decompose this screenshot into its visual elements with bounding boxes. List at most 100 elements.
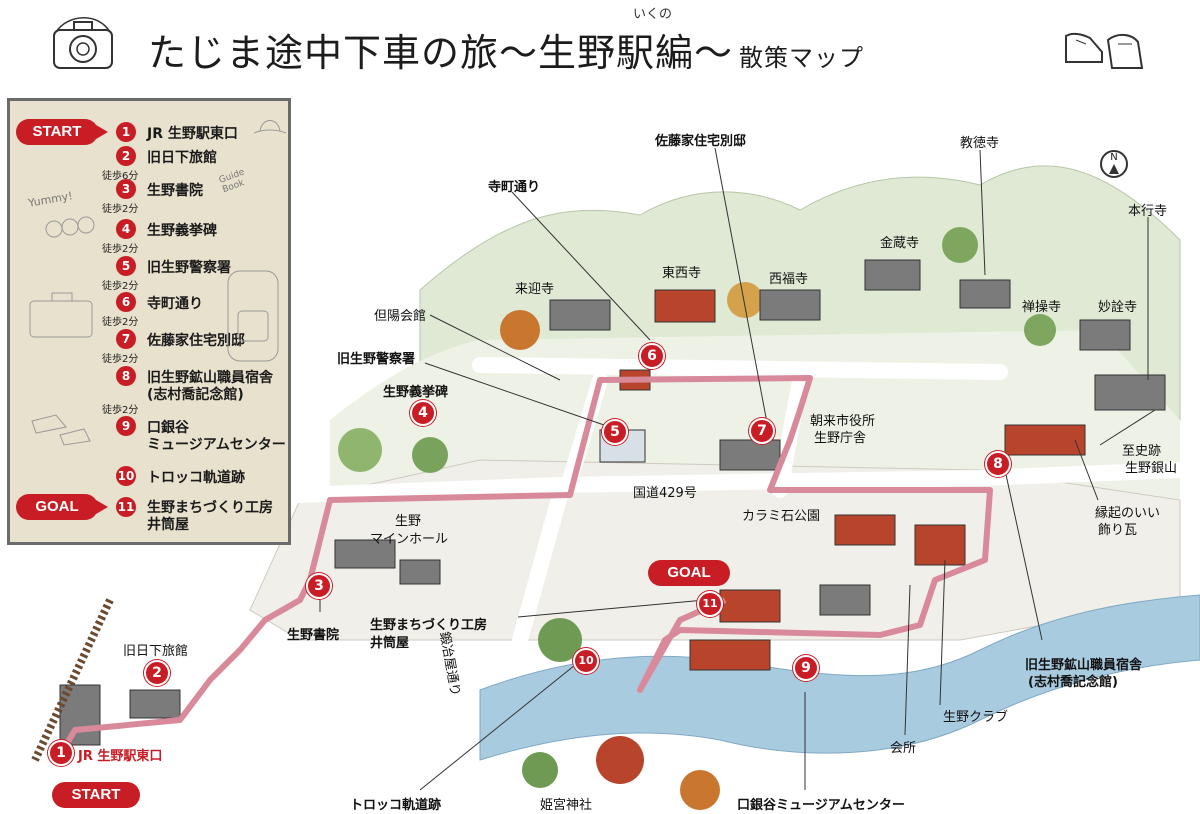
map-stop-6: 6 (639, 343, 665, 369)
title-ruby: いくの (633, 7, 673, 22)
backpack-icon (227, 270, 279, 362)
map-stop-8: 8 (985, 451, 1011, 477)
label-asago-1: 朝来市役所 (810, 414, 876, 429)
label-raigoji: 来迎寺 (515, 282, 555, 297)
title-main: たじま途中下車の旅～生野駅編～ (148, 31, 734, 75)
label-tanyo: 但陽会館 (374, 309, 427, 324)
trees (338, 227, 1056, 810)
route-stop-number: 10 (116, 466, 136, 486)
label-zensoji: 禅操寺 (1022, 300, 1062, 315)
route-stop-number: 2 (116, 146, 136, 166)
map-stop-9: 9 (793, 655, 819, 681)
label-asago-2: 生野庁舎 (814, 431, 867, 446)
walking-route (57, 375, 993, 757)
leader-lines (319, 147, 1156, 791)
label-shuku-2: (志村喬記念館) (1028, 675, 1118, 690)
map-stop-11: 11 (697, 591, 723, 617)
label-shiseki-1: 至史跡 (1122, 444, 1162, 459)
hat-icon (253, 120, 287, 134)
map-stop-10: 10 (573, 648, 599, 674)
route-stop-number: 1 (116, 122, 136, 142)
label-honkoji: 本行寺 (1128, 204, 1168, 219)
label-teramachi: 寺町通り (488, 180, 541, 195)
route-stop-name: 生野まちづくり工房 (147, 500, 273, 516)
route-stop-number: 8 (116, 366, 136, 386)
map-stop-7: 7 (749, 418, 775, 444)
label-machi-2: 井筒屋 (370, 636, 410, 651)
camera-icon (53, 17, 113, 69)
route-stop-number: 11 (116, 497, 136, 517)
label-mine-1: 生野 (395, 514, 422, 529)
route-stop-number: 6 (116, 292, 136, 312)
label-gikyo: 生野義挙碑 (383, 385, 449, 400)
label-kaisho: 会所 (890, 741, 917, 756)
route-stop-name: 口銀谷 (147, 420, 189, 436)
map-stop-4: 4 (410, 400, 436, 426)
north-arrow-icon: N (1100, 150, 1128, 178)
label-station: JR 生野駅東口 (78, 749, 163, 764)
walk-time: 徒歩6分 (102, 171, 139, 182)
route-stop-name: 生野義挙碑 (147, 223, 217, 239)
route-panel: START 1 JR 生野駅東口 2 旧日下旅館 徒歩6分 3 生野書院 徒歩2… (7, 98, 291, 545)
route-stop-number: 4 (116, 219, 136, 239)
start-badge: START (16, 119, 108, 145)
label-kyotokuji: 教徳寺 (960, 136, 1000, 151)
map-goal-tag: GOAL (648, 560, 730, 586)
route-stop-number: 3 (116, 179, 136, 199)
label-satoke: 佐藤家住宅別邸 (655, 134, 747, 149)
route-stop-name: 旧生野警察署 (147, 260, 231, 276)
label-museum: 口銀谷ミュージアムセンター (737, 798, 905, 813)
shoes-icon (31, 414, 91, 446)
walk-time: 徒歩2分 (102, 244, 139, 255)
title-sub: 散策マップ (739, 44, 865, 72)
route-stop-name-line2: 井筒屋 (147, 517, 189, 533)
label-engi-2: 飾り瓦 (1098, 523, 1138, 538)
goal-badge: GOAL (16, 494, 108, 520)
route-stop-name-line2: ミュージアムセンター (147, 437, 286, 453)
route-stop-name: 寺町通り (147, 296, 203, 312)
route-stop-name: 旧日下旅館 (147, 150, 217, 166)
walk-time: 徒歩2分 (102, 354, 139, 365)
walk-time: 徒歩2分 (102, 317, 139, 328)
buildings (59, 259, 1166, 746)
suitcase-icon (29, 292, 93, 338)
label-mine-2: マインホール (370, 532, 449, 547)
label-shoin: 生野書院 (287, 628, 340, 643)
label-kinzoji: 金蔵寺 (880, 236, 920, 251)
dango-icon (45, 216, 95, 238)
route-stop-name: 佐藤家住宅別邸 (147, 333, 245, 349)
label-shiseki-2: 生野銀山 (1125, 461, 1178, 476)
label-kusaka: 旧日下旅館 (123, 644, 189, 659)
route-stop-number: 9 (116, 416, 136, 436)
label-engi-1: 縁起のいい (1095, 506, 1161, 521)
sketch-text-guidebook: Guide Book (217, 167, 247, 196)
header: いくの たじま途中下車の旅～生野駅編～散策マップ (0, 0, 1200, 92)
map-stop-5: 5 (602, 419, 628, 445)
sneakers-icon (1065, 32, 1144, 69)
label-myosenji: 妙詮寺 (1098, 300, 1138, 315)
sketch-text-yummy: Yummy! (27, 189, 74, 210)
page-title: たじま途中下車の旅～生野駅編～散策マップ (148, 22, 864, 77)
label-machi-1: 生野まちづくり工房 (370, 618, 488, 633)
map-start-tag: START (52, 782, 140, 808)
walk-time: 徒歩2分 (102, 204, 139, 215)
label-torocco: トロッコ軌道跡 (350, 798, 442, 813)
label-shuku-1: 旧生野鉱山職員宿舎 (1025, 658, 1143, 673)
walk-time: 徒歩2分 (102, 405, 139, 416)
route-stop-name: 生野書院 (147, 183, 203, 199)
route-stop-number: 5 (116, 256, 136, 276)
label-saifukuji: 西福寺 (769, 272, 809, 287)
walk-time: 徒歩2分 (102, 281, 139, 292)
map-stop-2: 2 (144, 660, 170, 686)
label-route429: 国道429号 (633, 486, 697, 501)
route-stop-name: 旧生野鉱山職員宿舎 (147, 370, 273, 386)
label-himemiya: 姫宮神社 (540, 798, 593, 813)
north-pointer (1109, 164, 1119, 174)
map-stop-1: 1 (48, 740, 74, 766)
label-police: 旧生野警察署 (337, 352, 416, 367)
label-tozaiji: 東西寺 (662, 266, 702, 281)
route-stop-name: JR 生野駅東口 (147, 126, 238, 142)
map-stop-3: 3 (306, 573, 332, 599)
route-stop-name-line2: (志村喬記念館) (147, 387, 244, 403)
